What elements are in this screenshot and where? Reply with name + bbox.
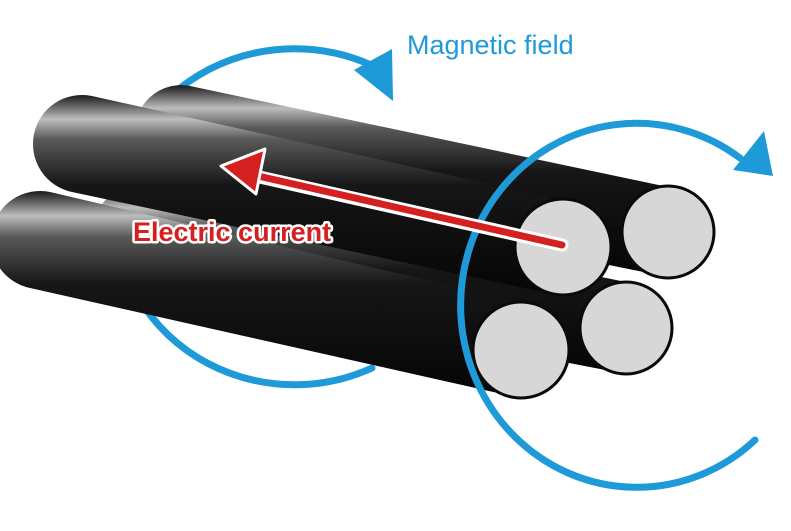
- magnetic-field-label: Magnetic field: [407, 30, 574, 60]
- conductor-bundle: [0, 85, 716, 400]
- magnetic-field-loop-right: [457, 119, 773, 491]
- electric-current-arrow: [219, 147, 569, 252]
- conductor-end: [578, 280, 674, 376]
- electric-current-label: Electric current: [133, 217, 331, 247]
- arrow-left-icon: [219, 147, 267, 196]
- conductor-end: [471, 300, 571, 400]
- conductor-rod: [0, 190, 571, 400]
- arrowhead-icon: [354, 49, 393, 101]
- arrowhead-icon: [733, 131, 773, 176]
- conductor-end: [620, 184, 716, 280]
